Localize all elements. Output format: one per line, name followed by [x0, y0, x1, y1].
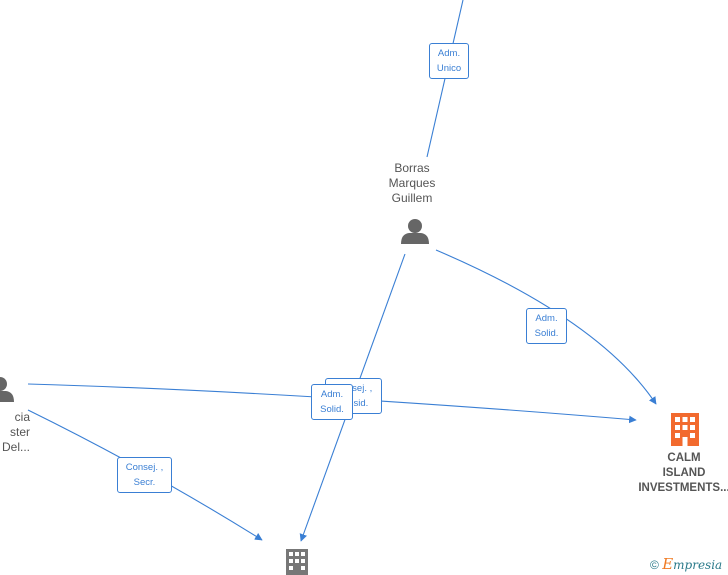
building-icon[interactable]: [671, 413, 699, 446]
copyright-icon: ©: [650, 558, 659, 572]
edge-label-adm-solid-calm[interactable]: Adm. Solid.: [526, 308, 567, 344]
empresia-logo: © Empresia: [650, 555, 723, 573]
node-label-calm-island[interactable]: CALM ISLAND INVESTMENTS...: [638, 452, 728, 494]
node-label-borras[interactable]: Borras Marques Guillem: [388, 161, 436, 205]
edge-label-adm-unico[interactable]: Adm. Unico: [429, 43, 469, 79]
person-icon[interactable]: [0, 377, 14, 402]
edge-label-adm-solid-bottom[interactable]: Adm. Solid.: [311, 384, 353, 420]
edge-label-consej-secr[interactable]: Consej. , Secr.: [117, 457, 172, 493]
building-icon[interactable]: [286, 549, 308, 575]
node-label-left-person[interactable]: cia ster Del...: [1, 410, 30, 454]
person-icon[interactable]: [401, 219, 429, 244]
edge-borras-to-calm: [435, 249, 657, 405]
